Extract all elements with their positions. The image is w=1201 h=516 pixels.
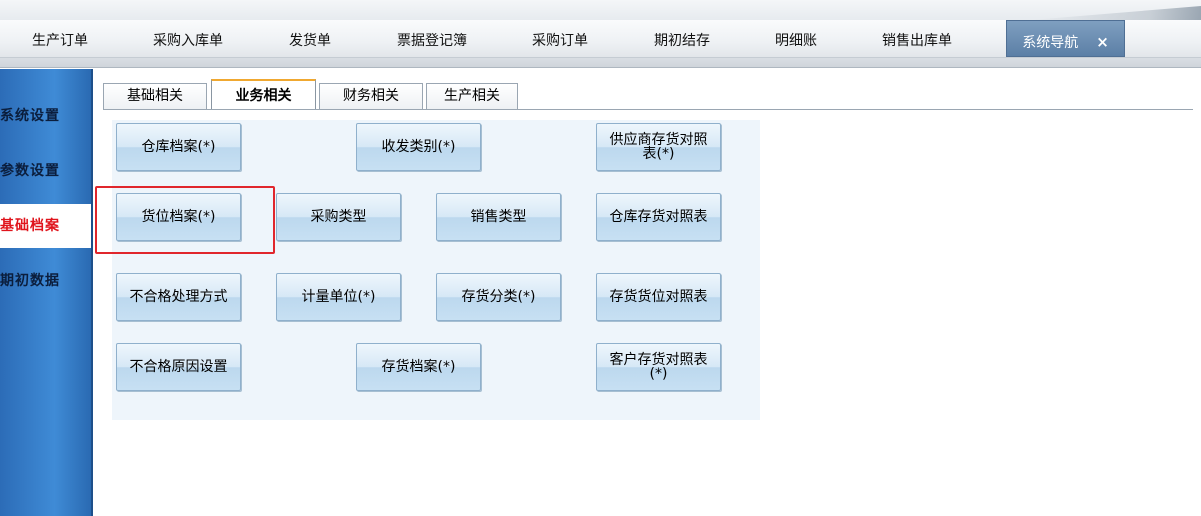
sidebar: 系统设置 参数设置 基础档案 期初数据: [0, 69, 93, 516]
close-icon[interactable]: ×: [1096, 33, 1109, 51]
customer-inventory-mapping-button[interactable]: 客户存货对照表(*): [596, 343, 721, 391]
title-strip: [0, 0, 1201, 20]
location-archive-button[interactable]: 货位档案(*): [116, 193, 241, 241]
subtab-basic[interactable]: 基础相关: [103, 83, 207, 109]
tab-delivery-note[interactable]: 发货单: [289, 33, 331, 49]
sidebar-item-parameter-settings[interactable]: 参数设置: [0, 163, 60, 179]
unit-of-measure-button[interactable]: 计量单位(*): [276, 273, 401, 321]
inventory-archive-button[interactable]: 存货档案(*): [356, 343, 481, 391]
tab-purchase-order[interactable]: 采购订单: [532, 33, 588, 49]
purchase-type-button[interactable]: 采购类型: [276, 193, 401, 241]
sidebar-item-opening-data[interactable]: 期初数据: [0, 273, 60, 289]
tab-bar-divider: [0, 58, 1201, 68]
inventory-location-mapping-button[interactable]: 存货货位对照表: [596, 273, 721, 321]
document-tab-bar: 生产订单 采购入库单 发货单 票据登记簿 采购订单 期初结存 明细账 销售出库单…: [0, 20, 1201, 58]
inventory-category-button[interactable]: 存货分类(*): [436, 273, 561, 321]
sales-type-button[interactable]: 销售类型: [436, 193, 561, 241]
tab-purchase-inbound[interactable]: 采购入库单: [153, 33, 223, 49]
subtab-production[interactable]: 生产相关: [426, 83, 518, 109]
receive-send-category-button[interactable]: 收发类别(*): [356, 123, 481, 171]
warehouse-inventory-mapping-button[interactable]: 仓库存货对照表: [596, 193, 721, 241]
tab-system-navigation-label: 系统导航: [1022, 35, 1079, 51]
nonconforming-handling-button[interactable]: 不合格处理方式: [116, 273, 241, 321]
tab-opening-balance[interactable]: 期初结存: [654, 33, 710, 49]
decorative-swoosh: [1031, 6, 1201, 20]
subtab-finance[interactable]: 财务相关: [319, 83, 423, 109]
tab-detail-ledger[interactable]: 明细账: [775, 33, 817, 49]
sidebar-item-basic-archives[interactable]: 基础档案: [0, 204, 91, 248]
nonconforming-reason-button[interactable]: 不合格原因设置: [116, 343, 241, 391]
tab-system-navigation[interactable]: 系统导航 ×: [1006, 20, 1125, 57]
tab-sales-outbound[interactable]: 销售出库单: [882, 33, 952, 49]
supplier-inventory-mapping-button[interactable]: 供应商存货对照表(*): [596, 123, 721, 171]
tab-bill-register[interactable]: 票据登记簿: [397, 33, 467, 49]
warehouse-archive-button[interactable]: 仓库档案(*): [116, 123, 241, 171]
tab-production-order[interactable]: 生产订单: [32, 33, 88, 49]
subtab-underline: [103, 109, 1193, 110]
sidebar-item-system-settings[interactable]: 系统设置: [0, 108, 60, 124]
subtab-business[interactable]: 业务相关: [211, 79, 316, 109]
